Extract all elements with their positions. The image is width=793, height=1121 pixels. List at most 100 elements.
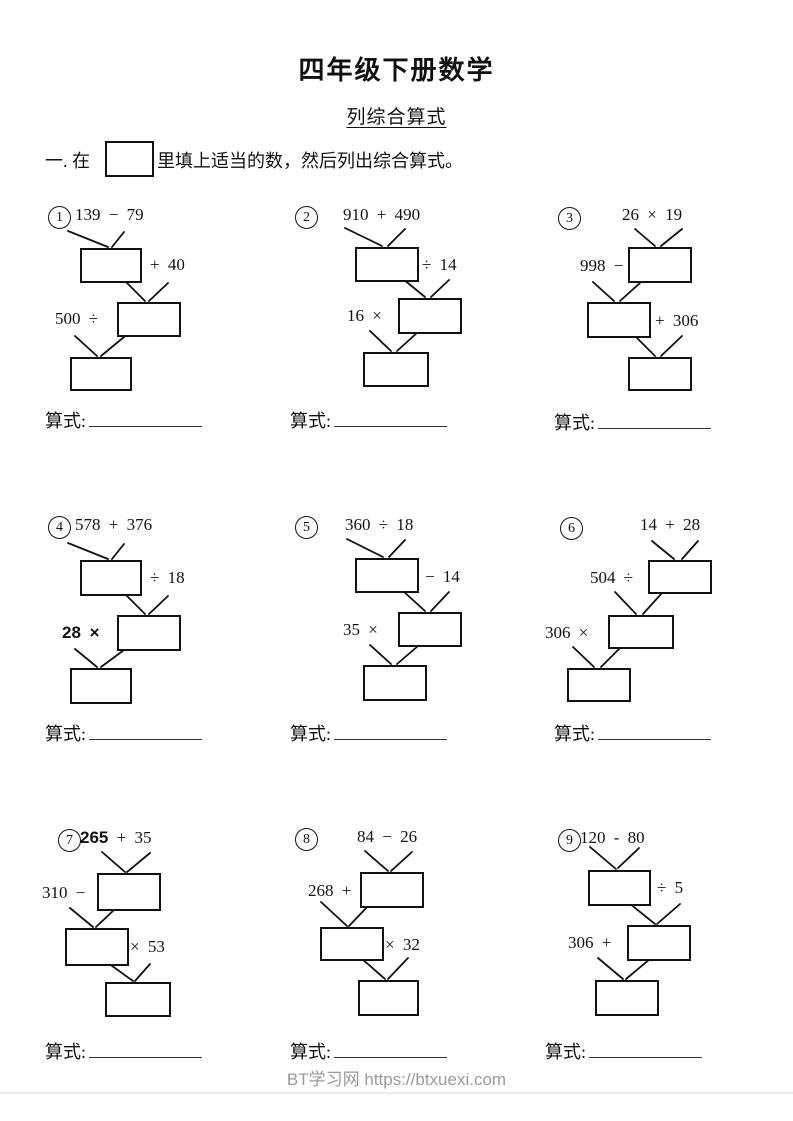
first-expression: 26 × 19: [622, 205, 682, 225]
operator-2: + 306: [655, 311, 699, 330]
answer-row: 算式:: [554, 409, 712, 435]
fill-box-2[interactable]: [117, 615, 181, 651]
answer-row: 算式:: [290, 720, 448, 746]
answer-label: 算式:: [545, 1042, 587, 1062]
problem-number-badge: 7: [58, 829, 81, 852]
expression-text: 910 + 490: [343, 205, 421, 224]
fill-box-2[interactable]: [398, 612, 462, 647]
fill-box-1[interactable]: [80, 560, 142, 596]
first-expression: 120 - 80: [580, 828, 645, 848]
expression-text: 120 - 80: [580, 828, 645, 847]
problem-2: 2 910 + 490 ÷ 14 16 × 算式:: [285, 195, 530, 455]
problem-number-badge: 9: [558, 829, 581, 852]
worksheet-subtitle: 列综合算式: [346, 107, 447, 128]
operator-2: 306 ×: [545, 623, 589, 642]
answer-blank-line[interactable]: [598, 725, 712, 740]
first-expression: 14 + 28: [640, 515, 700, 535]
answer-blank-line[interactable]: [89, 1043, 203, 1058]
problem-number-badge: 8: [295, 828, 318, 851]
expression-text: 14 + 28: [640, 515, 701, 534]
expression-text: + 35: [108, 828, 152, 847]
answer-blank-line[interactable]: [89, 412, 203, 427]
answer-row: 算式:: [45, 1038, 203, 1064]
operator-1: + 40: [150, 255, 185, 274]
answer-blank-line[interactable]: [589, 1043, 703, 1058]
answer-label: 算式:: [554, 413, 596, 433]
fill-box-1[interactable]: [97, 873, 161, 911]
expression-text: 360 ÷ 18: [345, 515, 414, 534]
fill-box-1[interactable]: [628, 247, 692, 283]
fill-box-result[interactable]: [628, 357, 692, 391]
answer-blank-line[interactable]: [334, 1043, 448, 1058]
operator-2: 28 ×: [62, 623, 100, 642]
fill-box-1[interactable]: [355, 558, 419, 593]
answer-row: 算式:: [545, 1038, 703, 1064]
expression-text: 578 + 376: [75, 515, 153, 534]
expression-text: 84 − 26: [357, 827, 418, 846]
fill-box-2[interactable]: [117, 302, 181, 337]
answer-row: 算式:: [45, 407, 203, 433]
operator-1: 998 −: [580, 256, 624, 275]
problem-1: 1 139 − 79 + 40 500 ÷ 算式:: [40, 195, 285, 455]
fill-box-2[interactable]: [398, 298, 462, 334]
problem-8: 8 84 − 26 268 + × 32 算式:: [285, 815, 530, 1075]
operator-1: − 14: [425, 567, 460, 586]
expression-text: 26 × 19: [622, 205, 683, 224]
operator-1: ÷ 18: [150, 568, 185, 587]
operator-1: ÷ 14: [422, 255, 457, 274]
answer-label: 算式:: [290, 724, 332, 744]
fill-box-result[interactable]: [363, 665, 427, 701]
fill-box-result[interactable]: [358, 980, 419, 1016]
answer-row: 算式:: [290, 1038, 448, 1064]
fill-box-2[interactable]: [587, 302, 651, 338]
answer-label: 算式:: [45, 411, 87, 431]
operator-1: 310 −: [42, 883, 86, 902]
problem-5: 5 360 ÷ 18 − 14 35 × 算式:: [285, 505, 530, 765]
answer-label: 算式:: [290, 411, 332, 431]
answer-blank-line[interactable]: [598, 414, 712, 429]
fill-box-2[interactable]: [627, 925, 691, 961]
fill-box-result[interactable]: [595, 980, 659, 1016]
fill-box-result[interactable]: [70, 668, 132, 704]
answer-label: 算式:: [554, 724, 596, 744]
fill-box-1[interactable]: [588, 870, 651, 906]
fill-box-2[interactable]: [65, 928, 129, 966]
answer-row: 算式:: [45, 720, 203, 746]
expression-bold-part: 265: [80, 828, 109, 847]
instruction-prefix: 一. 在: [45, 151, 90, 171]
operator-2: 306 +: [568, 933, 612, 952]
problem-9: 9 120 - 80 ÷ 5 306 + 算式:: [540, 815, 785, 1075]
problem-number-badge: 3: [558, 207, 581, 230]
operator-1: 504 ÷: [590, 568, 634, 587]
fill-box-2[interactable]: [320, 927, 384, 961]
fill-box-1[interactable]: [355, 247, 419, 282]
expression-text: 139 − 79: [75, 205, 144, 224]
fill-box-result[interactable]: [567, 668, 631, 702]
operator-2: × 32: [385, 935, 420, 954]
fill-box-result[interactable]: [105, 982, 171, 1017]
fill-box-2[interactable]: [608, 615, 674, 649]
operator-1: 268 +: [308, 881, 352, 900]
fill-box-1[interactable]: [80, 248, 142, 283]
operator-2: 16 ×: [347, 306, 382, 325]
fill-box-result[interactable]: [363, 352, 429, 387]
fill-box-result[interactable]: [70, 357, 132, 391]
answer-blank-line[interactable]: [334, 725, 448, 740]
fill-box-1[interactable]: [360, 872, 424, 908]
operator-2: 35 ×: [343, 620, 378, 639]
problem-number-badge: 1: [48, 206, 71, 229]
problem-number-badge: 5: [295, 516, 318, 539]
problem-number-badge: 6: [560, 517, 583, 540]
answer-label: 算式:: [45, 1042, 87, 1062]
problem-3: 3 26 × 19 998 − + 306 算式:: [540, 195, 785, 455]
problem-number-badge: 2: [295, 206, 318, 229]
problem-7: 7 265 + 35 310 − × 53 算式:: [40, 815, 285, 1075]
operator-2: 500 ÷: [55, 309, 99, 328]
answer-blank-line[interactable]: [334, 412, 448, 427]
answer-blank-line[interactable]: [89, 725, 203, 740]
first-expression: 84 − 26: [357, 827, 417, 847]
answer-row: 算式:: [290, 407, 448, 433]
answer-label: 算式:: [290, 1042, 332, 1062]
operator-1: ÷ 5: [657, 878, 684, 897]
fill-box-1[interactable]: [648, 560, 712, 594]
